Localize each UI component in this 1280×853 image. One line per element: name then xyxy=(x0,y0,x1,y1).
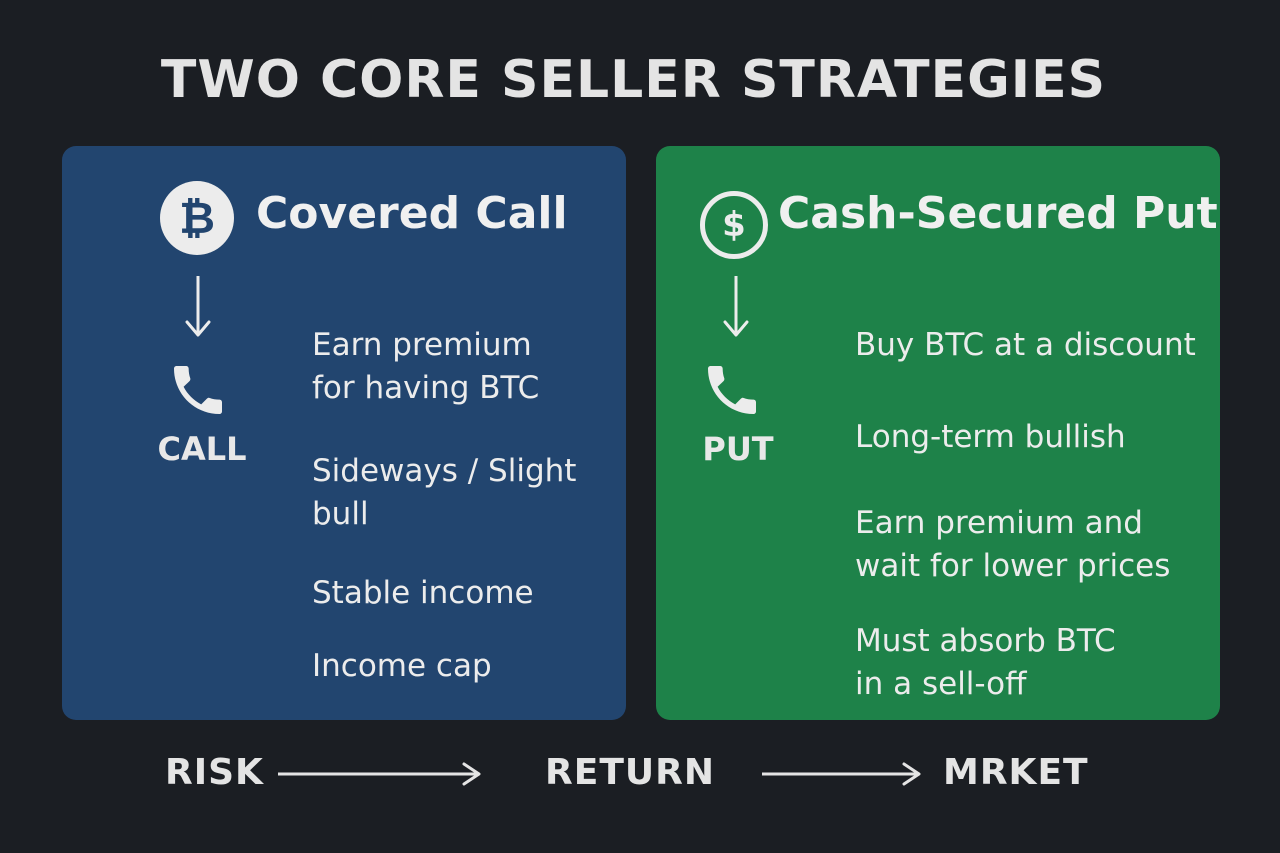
risk-label: RISK xyxy=(165,752,264,793)
right-arrow-icon xyxy=(278,762,481,786)
bitcoin-icon: ₿ xyxy=(160,181,234,255)
call-point-1: Earn premium for having BTC xyxy=(312,327,540,406)
down-arrow-icon xyxy=(185,276,211,337)
return-label: RETURN xyxy=(545,752,715,793)
call-point-2: Sideways / Slight bull xyxy=(312,453,577,532)
call-point-4: Income cap xyxy=(312,648,492,684)
call-point-3: Stable income xyxy=(312,575,534,611)
cash-secured-put-title: Cash-Secured Put xyxy=(778,188,1218,239)
down-arrow-icon xyxy=(723,276,749,337)
put-point-3: Earn premium and wait for lower prices xyxy=(855,505,1171,584)
put-point-4: Must absorb BTC in a sell-off xyxy=(855,623,1116,702)
phone-icon xyxy=(174,366,222,414)
right-arrow-icon xyxy=(762,762,921,786)
page-title: TWO CORE SELLER STRATEGIES xyxy=(160,50,1107,110)
put-point-2: Long-term bullish xyxy=(855,419,1126,455)
covered-call-panel: ₿ Covered Call CALL Earn premium for hav… xyxy=(62,146,626,720)
cash-secured-put-panel: $ Cash-Secured Put PUT Buy BTC at a disc… xyxy=(656,146,1220,720)
phone-icon xyxy=(708,366,756,414)
dollar-coin-icon: $ xyxy=(700,191,768,259)
call-label: CALL xyxy=(157,430,247,468)
put-point-1: Buy BTC at a discount xyxy=(855,327,1196,363)
put-label: PUT xyxy=(702,430,774,468)
market-label: MRKET xyxy=(943,752,1089,793)
covered-call-title: Covered Call xyxy=(256,188,568,239)
